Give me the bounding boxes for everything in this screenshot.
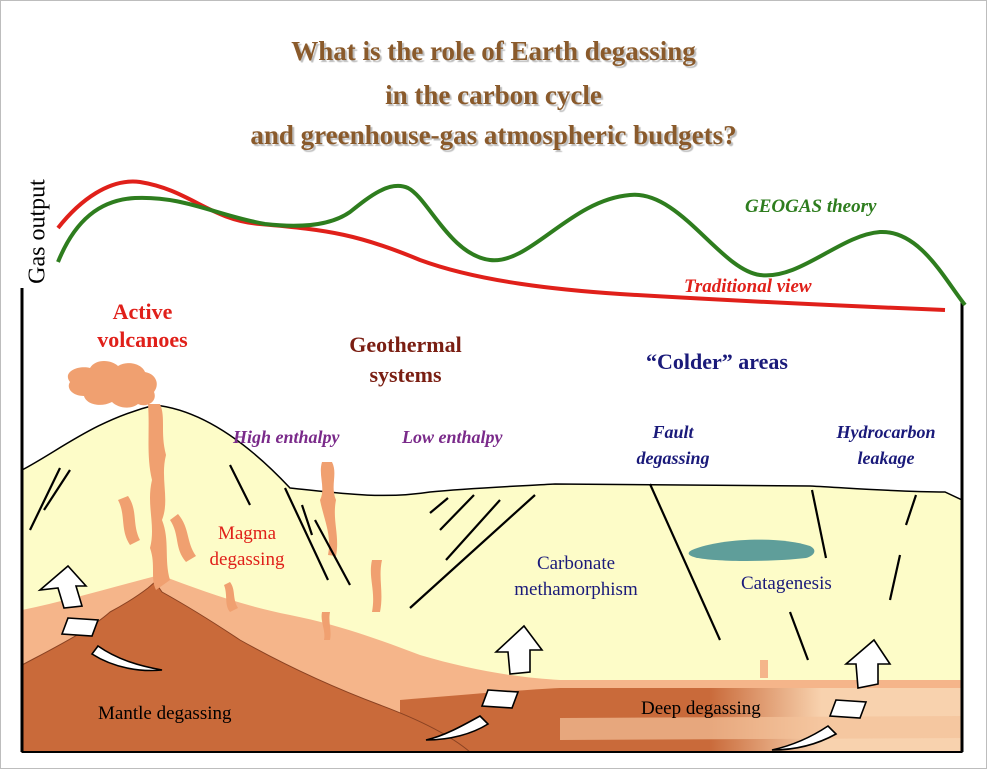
deep-arrow-tail [771, 724, 838, 751]
volcanic-conduit [148, 404, 170, 590]
fault-degassing-label: Fault degassing [636, 422, 710, 468]
intrusion-small [321, 612, 331, 640]
faults [29, 464, 918, 661]
active-volcanoes-label: Active volcanoes [97, 299, 188, 352]
hydrocarbon-reservoir [688, 539, 815, 561]
dike-3 [224, 582, 238, 612]
dike-2 [170, 514, 196, 562]
geothermal-plume [320, 462, 338, 556]
title-line-3: and greenhouse-gas atmospheric budgets? [250, 120, 737, 150]
hydrocarbon-leakage-label: Hydrocarbon leakage [836, 422, 936, 468]
high-enthalpy-label: High enthalpy [233, 427, 340, 447]
colder-areas-label: “Colder” areas [646, 349, 788, 374]
mantle-arrow [37, 564, 88, 609]
magma-degassing-label: Magma degassing [209, 523, 285, 570]
title-line-2: in the carbon cycle [385, 80, 602, 110]
dike-1 [118, 496, 140, 545]
y-axis-label: Gas output [24, 179, 51, 284]
geogas-curve [56, 183, 967, 307]
small-chimney [760, 660, 768, 678]
traditional-view-label: Traditional view [684, 276, 812, 297]
mantle-degassing-label: Mantle degassing [98, 703, 232, 724]
mantle [21, 581, 472, 753]
geothermal-dike [370, 560, 382, 612]
carbonate-arrow-seg-1 [480, 689, 520, 709]
mantle-arrow-seg-1 [60, 617, 100, 637]
volcano-plume [67, 361, 157, 408]
geothermal-systems-label: Geothermal systems [349, 332, 462, 387]
mantle-arrow-tail [90, 644, 163, 672]
deep-layer-band [560, 716, 962, 740]
low-enthalpy-label: Low enthalpy [402, 427, 503, 447]
title-line-1: What is the role of Earth degassing [291, 36, 696, 66]
carbonate-arrow [493, 624, 544, 675]
geogas-theory-label: GEOGAS theory [745, 196, 877, 217]
traditional-view-curve [56, 179, 946, 312]
deep-arrow-seg-1 [828, 699, 868, 719]
arrows [37, 564, 892, 751]
catagenesis-label: Catagenesis [741, 573, 832, 594]
deep-degassing-label: Deep degassing [641, 698, 761, 719]
carbonate-methamorphism-label: Carbonate methamorphism [514, 553, 638, 600]
carbonate-arrow-tail [425, 715, 490, 741]
deep-arrow [843, 638, 892, 689]
